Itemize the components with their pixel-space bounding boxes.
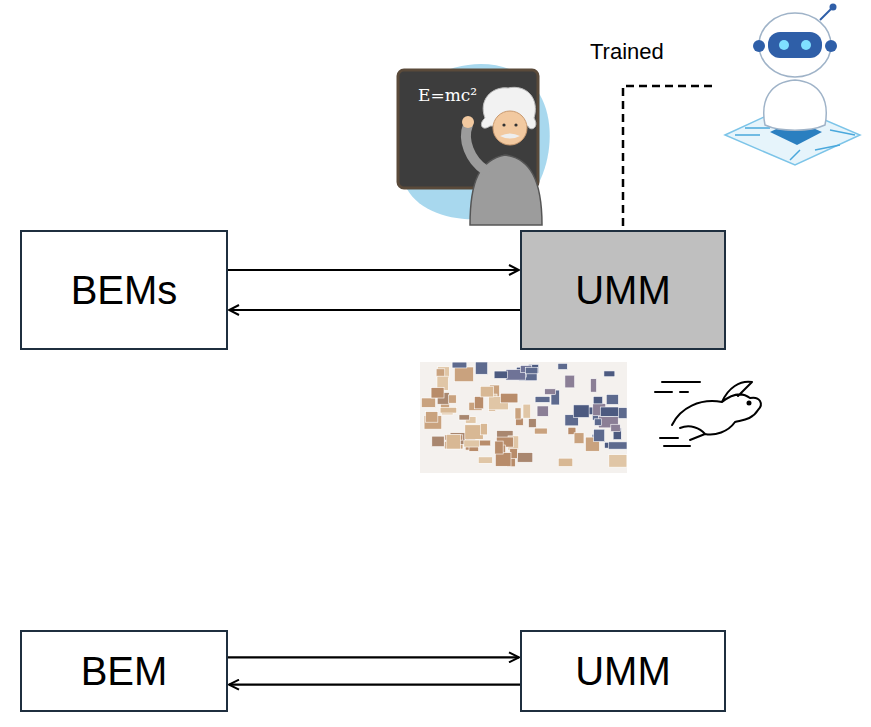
building-block bbox=[500, 393, 517, 403]
equation-text: E=mc² bbox=[418, 86, 477, 105]
building-block bbox=[594, 429, 605, 441]
building-block bbox=[558, 363, 567, 369]
building-block bbox=[606, 394, 618, 404]
scientist-face bbox=[493, 111, 527, 145]
building-block bbox=[594, 419, 601, 426]
building-block bbox=[593, 396, 602, 403]
robot-visor bbox=[768, 32, 822, 58]
robot-illustration bbox=[725, 4, 860, 166]
robot-eye bbox=[801, 40, 811, 50]
box-label: UMM bbox=[575, 649, 671, 693]
building-block bbox=[537, 406, 548, 416]
flow-arrow bbox=[228, 269, 519, 271]
box-label: UMM bbox=[575, 268, 671, 312]
building-block bbox=[574, 433, 584, 444]
building-block bbox=[545, 389, 556, 395]
flow-arrow bbox=[229, 309, 520, 311]
building-block bbox=[475, 362, 487, 374]
building-block bbox=[523, 404, 531, 418]
building-block bbox=[590, 379, 596, 392]
building-block bbox=[480, 386, 493, 397]
building-block bbox=[525, 367, 537, 374]
building-block bbox=[600, 407, 618, 416]
scientist-eye bbox=[514, 123, 517, 126]
building-block bbox=[446, 434, 460, 449]
speed-lines bbox=[655, 382, 700, 446]
city-ground bbox=[420, 362, 627, 473]
robot-eye bbox=[779, 40, 789, 50]
box-label: BEM bbox=[81, 649, 168, 693]
annotation-label: Trained bbox=[590, 40, 664, 64]
scientist-hand bbox=[462, 116, 474, 128]
robot-body bbox=[764, 80, 827, 130]
model-box: BEMs bbox=[20, 230, 228, 350]
building-block bbox=[480, 424, 487, 435]
model-box: UMM bbox=[520, 230, 726, 350]
building-block bbox=[459, 415, 469, 420]
scientist-moustache bbox=[500, 134, 520, 139]
building-block bbox=[515, 408, 521, 419]
building-block bbox=[449, 395, 457, 403]
building-block bbox=[440, 407, 457, 413]
building-block bbox=[609, 455, 627, 467]
robot-antenna bbox=[820, 8, 832, 20]
dashed-leader bbox=[623, 86, 712, 236]
building-block bbox=[608, 442, 627, 449]
building-block bbox=[426, 412, 438, 422]
building-block bbox=[495, 453, 511, 467]
scientist-arm bbox=[466, 125, 485, 170]
flow-arrow bbox=[228, 656, 519, 658]
robot-head bbox=[759, 13, 831, 77]
building-block bbox=[517, 453, 532, 463]
building-block bbox=[529, 419, 537, 428]
model-box: UMM bbox=[520, 630, 726, 712]
model-box: BEM bbox=[20, 630, 228, 712]
rabbit-outline bbox=[672, 382, 761, 440]
building-block bbox=[431, 388, 444, 398]
building-block bbox=[573, 405, 589, 418]
rabbit-icon bbox=[655, 382, 761, 446]
building-block bbox=[474, 397, 483, 409]
building-block bbox=[558, 458, 573, 466]
building-block bbox=[495, 441, 503, 454]
building-block bbox=[436, 369, 445, 377]
building-block bbox=[534, 428, 547, 434]
robot-antenna-tip bbox=[830, 4, 837, 11]
city-map bbox=[420, 362, 627, 473]
building-block bbox=[421, 398, 435, 407]
building-block bbox=[535, 397, 550, 403]
building-block bbox=[565, 375, 575, 388]
scientist-eye bbox=[502, 123, 505, 126]
building-block bbox=[454, 367, 473, 382]
rabbit-eye bbox=[748, 402, 751, 405]
building-block bbox=[494, 371, 507, 378]
building-block bbox=[478, 457, 492, 463]
building-block bbox=[432, 436, 444, 447]
robot-ear bbox=[753, 40, 765, 52]
flow-arrow bbox=[229, 684, 520, 686]
building-block bbox=[464, 440, 480, 447]
building-block bbox=[604, 371, 615, 377]
robot-ear bbox=[825, 40, 837, 52]
building-block bbox=[452, 362, 467, 368]
building-block bbox=[611, 424, 620, 431]
box-label: BEMs bbox=[71, 268, 178, 312]
